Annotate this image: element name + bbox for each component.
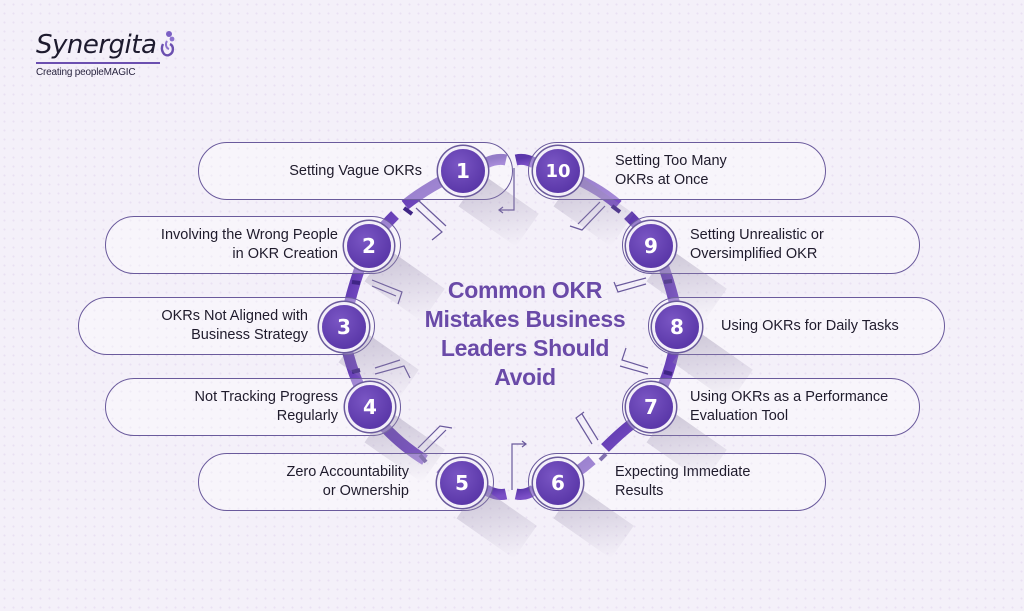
logo-underline (36, 62, 160, 64)
logo-wordmark: Synergita (36, 30, 157, 60)
mistake-label: Setting Vague OKRs (289, 162, 422, 179)
mistake-label: Zero Accountability or Ownership (286, 464, 409, 499)
logo-tagline: Creating peopleMAGIC (36, 67, 136, 78)
diagram-title: Common OKR Mistakes Business Leaders Sho… (424, 277, 626, 390)
mistake-label: Expecting Immediate Results (615, 464, 751, 499)
mistake-label: Not Tracking Progress Regularly (194, 389, 338, 424)
number-badge-6: 6 (536, 461, 580, 505)
mistake-label: Involving the Wrong People in OKR Creati… (160, 227, 338, 262)
mistake-label: OKRs Not Aligned with Business Strategy (161, 308, 308, 343)
mistake-item-6: Expecting Immediate Results (528, 453, 826, 511)
number-badge-8: 8 (655, 305, 699, 349)
number-badge-5: 5 (440, 461, 484, 505)
mistake-label: Using OKRs for Daily Tasks (721, 317, 899, 334)
number-badge-7: 7 (629, 385, 673, 429)
synergita-logo: Synergita Creating peopleMAGIC (36, 30, 176, 78)
mistake-label: Using OKRs as a Performance Evaluation T… (690, 389, 889, 424)
mistake-label: Setting Too Many OKRs at Once (615, 153, 727, 188)
number-badge-1: 1 (441, 149, 485, 193)
number-badge-9: 9 (629, 224, 673, 268)
number-badge-10: 10 (536, 149, 580, 193)
number-badge-2: 2 (347, 224, 391, 268)
number-badge-3: 3 (322, 305, 366, 349)
number-badge-4: 4 (348, 385, 392, 429)
logo-swirl-icon (161, 31, 175, 57)
mistake-label: Setting Unrealistic or Oversimplified OK… (690, 227, 824, 262)
